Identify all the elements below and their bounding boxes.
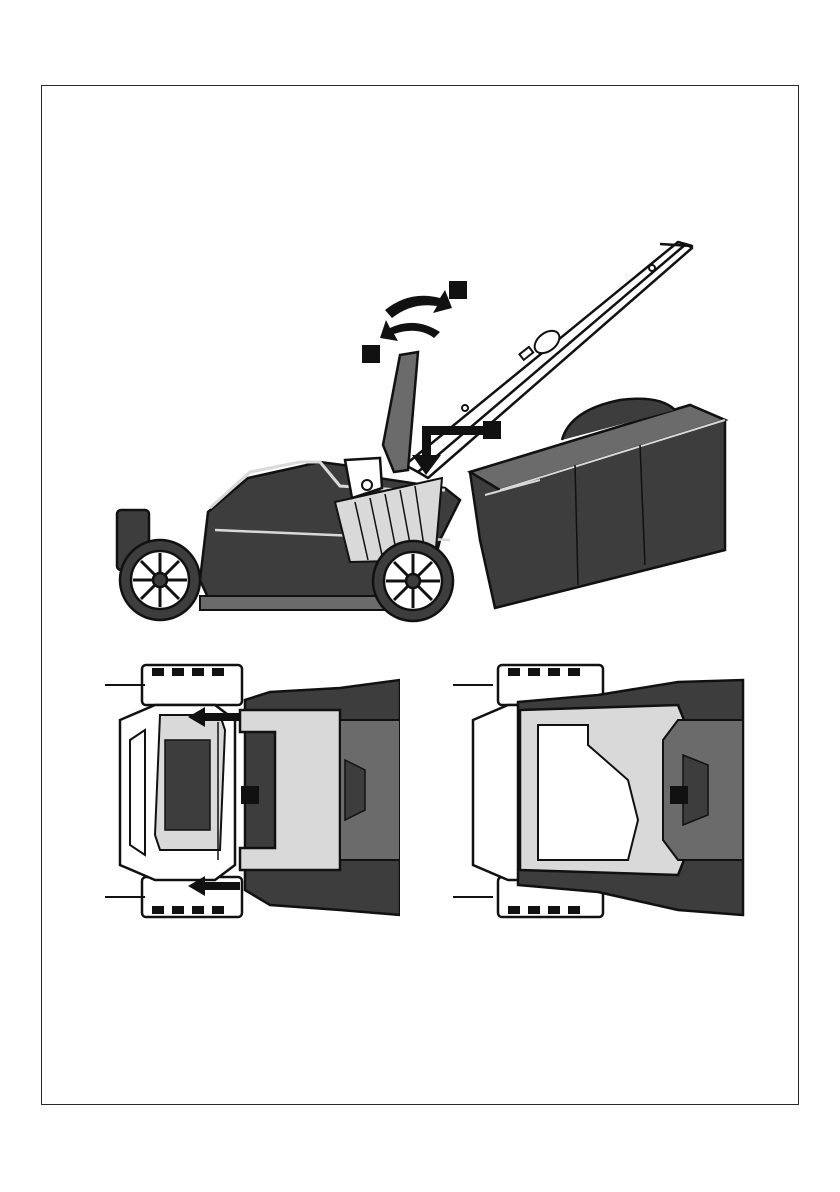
attach-side-view-figure xyxy=(100,240,740,630)
step-marker-slide xyxy=(241,786,259,804)
step-marker-locked xyxy=(670,786,688,804)
step-marker-flap-up xyxy=(449,281,467,299)
step-marker-insert xyxy=(483,421,501,439)
lawnmower-grass-box-attach-icon xyxy=(100,240,740,630)
step-marker-flap-down xyxy=(362,345,380,363)
grass-box-attached-icon xyxy=(448,660,748,922)
top-view-after-figure xyxy=(448,660,748,922)
